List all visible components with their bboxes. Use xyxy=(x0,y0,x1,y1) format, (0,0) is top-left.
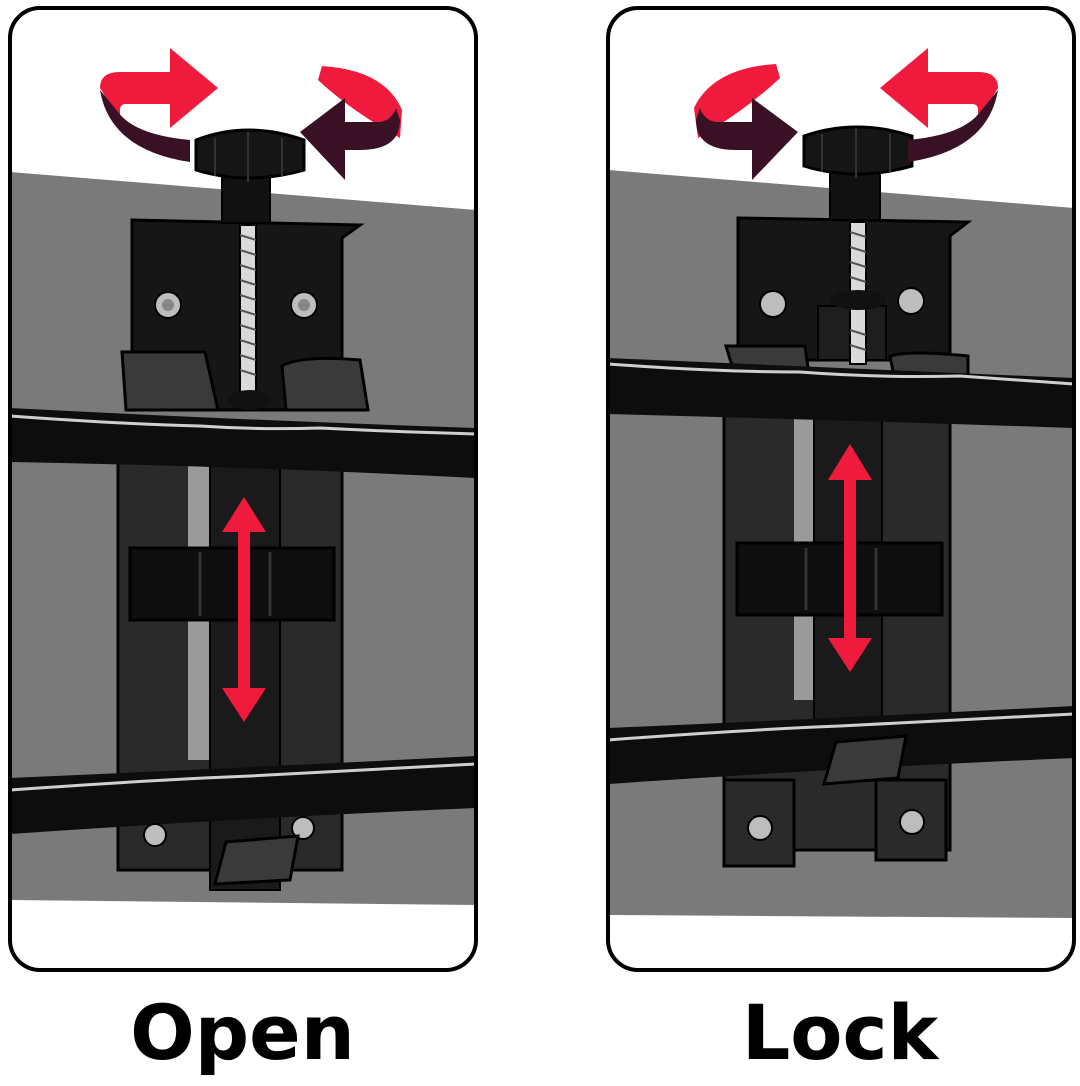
rail-top xyxy=(10,408,476,478)
knob xyxy=(194,128,306,180)
hook-bottom xyxy=(821,734,908,786)
bolt xyxy=(759,290,787,318)
lock-panel xyxy=(608,8,1074,970)
open-caption: Open xyxy=(130,988,355,1077)
hook-right xyxy=(280,356,370,412)
open-panel-border xyxy=(8,6,478,972)
lock-caption: Lock xyxy=(741,988,939,1077)
slide-arrow xyxy=(222,497,266,722)
strap xyxy=(128,546,336,622)
bolt xyxy=(291,816,315,840)
bolt xyxy=(290,291,318,319)
open-panel xyxy=(10,8,476,970)
lock-panel-border xyxy=(606,6,1076,972)
bolt xyxy=(143,823,167,847)
bolt xyxy=(154,291,182,319)
bolt xyxy=(897,287,925,315)
rotate-arrows xyxy=(694,48,998,180)
slide-arrow xyxy=(828,444,872,672)
knob xyxy=(802,125,914,176)
bolt xyxy=(747,815,773,841)
rotate-arrows xyxy=(100,48,402,180)
bolt xyxy=(899,809,925,835)
strap xyxy=(735,541,944,617)
hook-bottom xyxy=(213,834,300,886)
rail-bottom xyxy=(10,756,476,834)
hook-left xyxy=(120,350,220,412)
